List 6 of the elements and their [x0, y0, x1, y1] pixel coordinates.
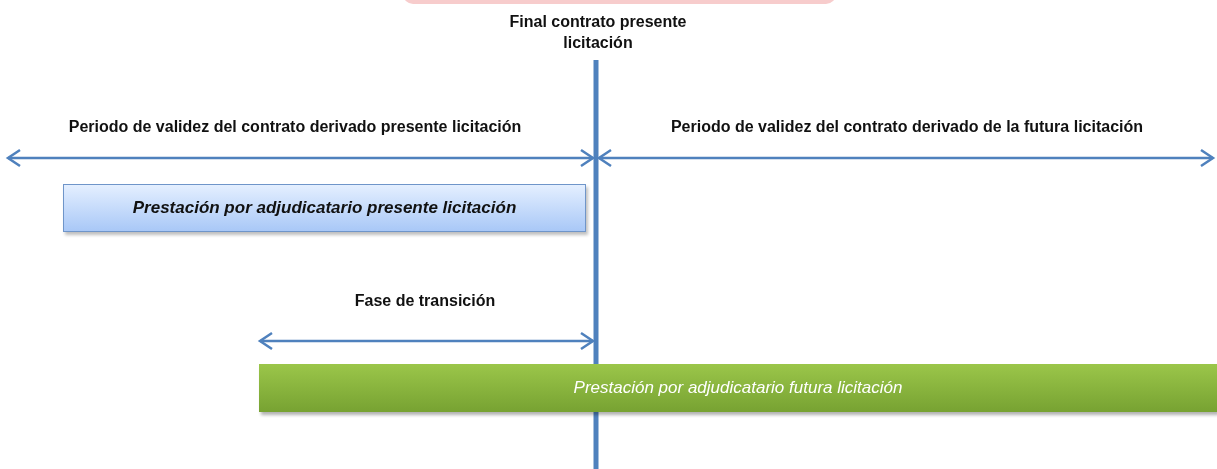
- period-label: Periodo de validez del contrato derivado de la futura licitación: [669, 117, 1145, 137]
- phase-box: Prestación por adjudicatario presente licitación: [63, 184, 586, 232]
- phase-bar: Prestación por adjudicatario futura licitación: [259, 364, 1217, 412]
- milestone-label: Final contrato presente licitación: [508, 12, 688, 53]
- period-label: Fase de transición: [353, 291, 497, 311]
- period-label: Periodo de validez del contrato derivado presente licitación: [67, 117, 523, 137]
